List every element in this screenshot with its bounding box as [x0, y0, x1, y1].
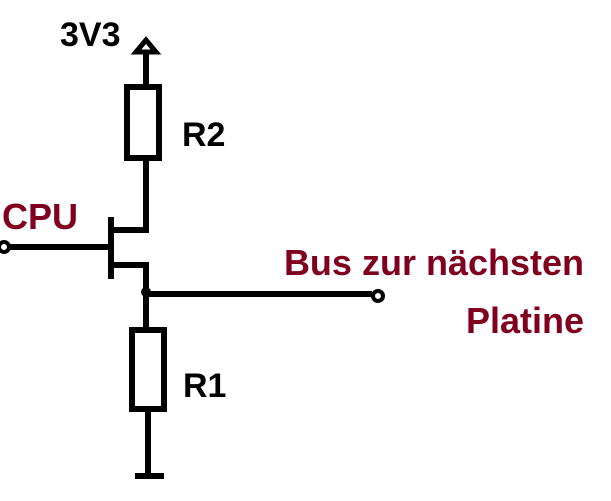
resistor-r2-label: R2	[182, 116, 225, 154]
bus-label-line2: Platine	[466, 300, 584, 341]
resistor-r1	[129, 327, 167, 412]
cpu-terminal-icon	[0, 240, 11, 254]
bus-terminal-icon	[371, 289, 385, 303]
supply-arrow-icon	[130, 36, 162, 55]
bus-label-line1: Bus zur nächsten	[284, 242, 584, 283]
resistor-r2	[124, 84, 162, 161]
supply-label: 3V3	[60, 16, 121, 54]
resistor-r1-label: R1	[183, 367, 226, 405]
cpu-label: CPU	[2, 196, 78, 237]
